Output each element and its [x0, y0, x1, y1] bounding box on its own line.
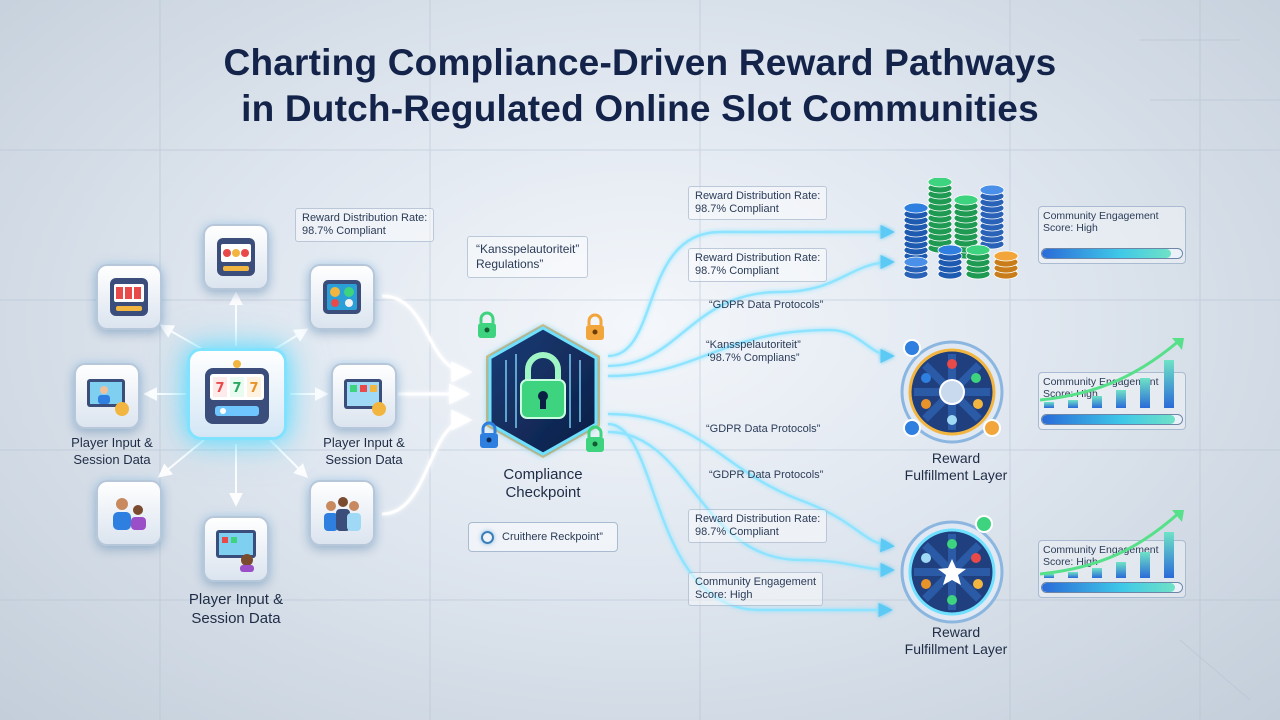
input-flow — [381, 409, 473, 516]
lock-blue-icon — [480, 421, 498, 448]
coin — [979, 184, 1005, 196]
output-flow — [607, 224, 895, 358]
checkpoint-pill-icon — [481, 530, 494, 544]
input-flow — [381, 294, 473, 383]
community-icon — [324, 497, 361, 531]
engagement-bar — [1041, 414, 1183, 425]
lock-orange-icon — [586, 313, 604, 340]
coin — [903, 256, 929, 268]
output-flow — [607, 412, 895, 553]
checkpoint-pill-text: Cruithere Reckpoint” — [502, 531, 603, 543]
flow-tag: “GDPR Data Protocols” — [709, 299, 824, 311]
reward-wheel-icon — [900, 339, 1004, 444]
flow-tag: “Kansspelautoriteit” ‘98.7% Complians” — [706, 339, 801, 364]
flow-tag: “GDPR Data Protocols” — [706, 423, 821, 435]
coin — [965, 244, 991, 256]
coin — [937, 244, 963, 256]
reward-layer-label: Reward Fulfillment Layer — [904, 450, 1008, 483]
engagement-panel: Community Engagement Score: High — [1038, 372, 1186, 430]
player-screen-icon — [87, 379, 129, 416]
reward-wheel-icon — [900, 515, 1004, 624]
slot-machine-node-top — [203, 224, 269, 290]
coin — [927, 178, 953, 188]
lock-green-icon — [478, 311, 496, 338]
checkpoint-pill: Cruithere Reckpoint” — [468, 522, 618, 552]
lock-green-icon — [586, 425, 604, 452]
hub-arrow — [159, 324, 205, 351]
reward-layer-label: Reward Fulfillment Layer — [904, 624, 1008, 657]
slot-machine-icon — [110, 278, 148, 316]
svg-text:7: 7 — [249, 381, 258, 396]
title-line-2: in Dutch-Regulated Online Slot Communiti… — [241, 88, 1039, 129]
output-flow — [607, 328, 895, 378]
flow-tag: Community Engagement Score: High — [688, 572, 824, 606]
output-flow — [607, 430, 895, 578]
engagement-bar — [1041, 582, 1183, 593]
app-tablet-node-top-right — [309, 264, 375, 330]
player-screen-node-left — [74, 363, 140, 429]
hub-arrow — [157, 439, 205, 478]
flow-tag: Reward Distribution Rate: 98.7% Complian… — [688, 509, 828, 543]
players-icon — [113, 498, 146, 530]
slot-machine-node-top-left — [96, 264, 162, 330]
coin — [953, 194, 979, 206]
engagement-panel-text: Community Engagement Score: High — [1043, 210, 1159, 234]
central-slot-hub: 7 7 7 — [187, 348, 287, 440]
coin — [993, 250, 1019, 262]
players-node-bottom-left — [96, 480, 162, 546]
coin — [903, 202, 929, 214]
slot-screen-icon — [344, 379, 386, 416]
slot-machine-icon: 7 7 7 — [205, 360, 269, 424]
output-flow — [607, 254, 895, 368]
engagement-bar — [1041, 248, 1183, 259]
flow-tag: “GDPR Data Protocols” — [709, 469, 824, 481]
regulation-tag: “Kansspelautoriteit” Regulations” — [467, 236, 589, 278]
checkpoint-label: Compliance Checkpoint — [503, 466, 583, 501]
compliance-checkpoint — [486, 324, 600, 458]
page-title: Charting Compliance-Driven Reward Pathwa… — [0, 40, 1280, 132]
trend-chart-icon — [1040, 510, 1184, 578]
slot-screen-node-right — [331, 363, 397, 429]
tablet-app-icon — [323, 280, 361, 314]
input-rate-tag: Reward Distribution Rate: 98.7% Complian… — [295, 208, 435, 242]
engagement-panel: Community Engagement Score: High — [1038, 206, 1186, 264]
flow-tag: Reward Distribution Rate: 98.7% Complian… — [688, 186, 828, 220]
session-screen-node-bottom — [203, 516, 269, 582]
svg-text:7: 7 — [232, 381, 241, 396]
engagement-bar-fill — [1042, 583, 1175, 592]
trend-chart-icon — [1040, 338, 1184, 408]
padlock-icon — [520, 352, 566, 419]
session-screen-icon — [216, 530, 256, 572]
hub-arrow — [269, 439, 308, 478]
engagement-bar-fill — [1042, 249, 1171, 258]
coin-stacks-icon — [903, 178, 1019, 280]
flow-tag: Reward Distribution Rate: 98.7% Complian… — [688, 248, 828, 282]
engagement-bar-fill — [1042, 415, 1175, 424]
svg-text:7: 7 — [215, 381, 224, 396]
caption-right: Player Input & Session Data — [323, 435, 405, 467]
engagement-panel: Community Engagement Score: High — [1038, 540, 1186, 598]
caption-bottom: Player Input & Session Data — [188, 591, 284, 627]
title-line-1: Charting Compliance-Driven Reward Pathwa… — [223, 42, 1057, 83]
community-node-bottom-right — [309, 480, 375, 546]
slot-machine-icon — [217, 238, 255, 276]
caption-left: Player Input & Session Data — [71, 435, 153, 467]
